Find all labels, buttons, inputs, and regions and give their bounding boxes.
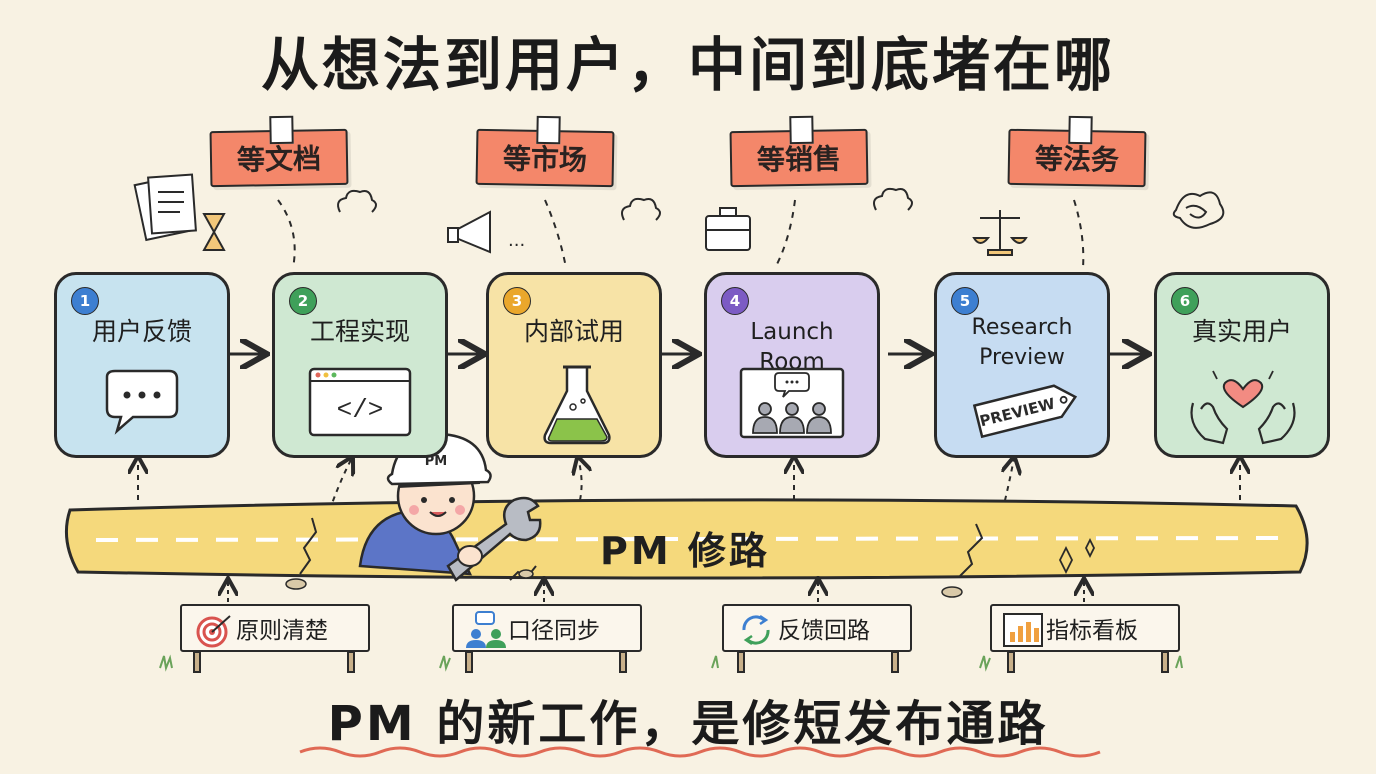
heart-hands-icon	[1190, 370, 1296, 445]
document-stack-icon	[133, 173, 197, 242]
pm-worker-illustration: PM	[358, 432, 542, 582]
svg-text:</>: </>	[337, 395, 384, 425]
sign-metrics-dashboard: 指标看板	[990, 604, 1180, 652]
page-title: 从想法到用户，中间到底堵在哪	[260, 31, 1115, 99]
blocker-note-legal: 等法务	[1007, 115, 1147, 188]
stage-label: 工程实现	[309, 317, 410, 346]
blocker-note-sales: 等销售	[729, 115, 869, 188]
target-icon	[196, 615, 231, 648]
stage-internal-trial: 3 内部试用	[486, 272, 662, 458]
sign-posts	[193, 651, 1169, 673]
blocker-note-docs: 等文档	[209, 115, 349, 188]
tape-icon	[536, 115, 561, 145]
sign-principles: 原则清楚	[180, 604, 370, 652]
smoke-puff-icons	[337, 187, 1225, 229]
cycle-arrows-icon	[742, 614, 770, 646]
blocker-connectors	[277, 199, 1085, 269]
sign-label: 口径同步	[508, 618, 600, 644]
support-arrows	[138, 458, 1240, 521]
stage-number-badge: 2	[289, 287, 317, 315]
people-chat-icon	[466, 611, 506, 648]
scales-icon	[972, 210, 1028, 256]
bar-chart-icon	[1003, 613, 1043, 647]
stage-engineering: 2 工程实现 </>	[272, 272, 448, 458]
sign-connector-arrows	[228, 580, 1084, 602]
tape-icon	[269, 115, 294, 145]
tape-icon	[789, 115, 814, 145]
road-label: PM 修路	[600, 529, 770, 573]
chat-bubble-icon	[105, 369, 179, 435]
stage-number-badge: 6	[1171, 287, 1199, 315]
stage-number-badge: 3	[503, 287, 531, 315]
bottom-underline	[299, 746, 1101, 758]
stage-number-badge: 4	[721, 287, 749, 315]
stage-number-badge: 5	[951, 287, 979, 315]
megaphone-icon: ...	[447, 210, 525, 254]
grass-tufts	[159, 654, 1183, 672]
sign-label: 指标看板	[1046, 618, 1138, 644]
sign-feedback-loop: 反馈回路	[722, 604, 912, 652]
hourglass-icon	[202, 213, 226, 251]
stage-launch-room: 4 Launch Room	[704, 272, 880, 458]
stage-number-badge: 1	[71, 287, 99, 315]
bottom-tagline: PM 的新工作，是修短发布通路	[327, 696, 1049, 752]
helmet-label: PM	[425, 454, 447, 469]
stage-user-feedback: 1 用户反馈	[54, 272, 230, 458]
meeting-room-icon	[739, 367, 845, 439]
sign-messaging-sync: 口径同步	[452, 604, 642, 652]
stage-label: 用户反馈	[91, 317, 192, 346]
sign-label: 原则清楚	[236, 618, 328, 644]
preview-tag-icon: PREVIEW	[972, 384, 1078, 439]
stage-label: 真实用户	[1191, 317, 1292, 346]
stage-research-preview: 5 Research Preview PREVIEW	[934, 272, 1110, 458]
svg-text:...: ...	[508, 230, 525, 251]
stage-real-users: 6 真实用户	[1154, 272, 1330, 458]
flask-icon	[543, 365, 611, 445]
sign-label: 反馈回路	[778, 618, 870, 644]
blocker-note-marketing: 等市场	[475, 115, 615, 188]
tape-icon	[1068, 115, 1093, 145]
briefcase-icon	[705, 207, 751, 251]
code-window-icon: </>	[308, 367, 412, 437]
stage-label: 内部试用	[523, 317, 624, 346]
stage-label: Research Preview	[971, 315, 1073, 370]
